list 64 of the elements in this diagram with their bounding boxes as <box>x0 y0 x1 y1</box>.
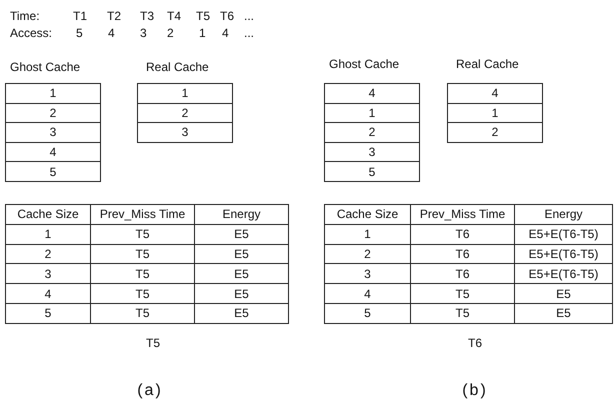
sequence-label: 4 <box>222 26 229 40</box>
cache-cell <box>5 142 101 162</box>
cache-heading: Ghost Cache <box>10 60 80 74</box>
sequence-label: 3 <box>140 26 147 40</box>
cache-entry: 5 <box>368 164 376 179</box>
cache-cell <box>137 83 233 104</box>
cache-entry: 2 <box>368 125 376 140</box>
sequence-label: T2 <box>107 9 122 23</box>
cache-entry: 2 <box>50 106 56 120</box>
cache-entry: 3 <box>368 145 376 160</box>
table-cell: E5 <box>514 303 613 324</box>
cache-cell <box>5 161 101 182</box>
cache-entry: 3 <box>50 125 56 140</box>
table-cell: 5 <box>324 303 411 324</box>
cache-heading: Real Cache <box>146 60 209 74</box>
table-cell: Cache Size <box>324 204 411 225</box>
sequence-label: T4 <box>167 9 182 23</box>
table-cell: E5 <box>194 303 289 324</box>
sequence-label: ... <box>244 26 254 40</box>
cache-entry: 1 <box>492 106 498 120</box>
cache-cell <box>5 122 101 143</box>
cache-cell <box>137 122 233 143</box>
cache-entry: 3 <box>182 125 188 140</box>
sequence-label: 5 <box>76 26 83 40</box>
cache-heading: Real Cache <box>456 57 519 71</box>
cache-cell <box>324 142 420 162</box>
cache-entry: 2 <box>182 106 188 120</box>
table-cell: Cache Size <box>5 204 91 225</box>
sequence-label: T5 <box>196 9 210 23</box>
sequence-label: Access: <box>10 26 52 40</box>
panel-label: (a) <box>137 384 163 398</box>
sequence-label: Time: <box>10 9 40 23</box>
cache-cell <box>447 102 543 124</box>
cache-cell <box>324 102 420 124</box>
table-caption: T6 <box>468 336 482 350</box>
cache-entry: 4 <box>50 145 56 160</box>
cache-entry: 2 <box>492 125 498 140</box>
sequence-label: 4 <box>108 26 115 40</box>
sequence-label: 2 <box>167 26 174 40</box>
cache-entry: 4 <box>492 86 498 100</box>
cache-cell <box>447 122 543 143</box>
cache-cell <box>324 161 420 182</box>
sequence-label: ... <box>244 9 254 23</box>
sequence-label: T1 <box>73 9 88 23</box>
cache-cell <box>447 83 543 104</box>
cache-cell <box>5 83 101 104</box>
cache-cell <box>137 102 233 124</box>
table-caption: T5 <box>146 336 160 350</box>
cache-entry: 4 <box>368 86 376 100</box>
table-cell: Energy <box>194 204 289 225</box>
table-cell: Energy <box>514 204 613 225</box>
cache-heading: Ghost Cache <box>329 57 400 71</box>
panel-label: (b) <box>462 384 488 398</box>
sequence-label: 1 <box>199 26 206 40</box>
table-cell: 5 <box>5 303 91 324</box>
cache-cell <box>324 83 420 104</box>
sequence-label: T6 <box>220 9 234 23</box>
cache-cell <box>324 122 420 143</box>
cache-entry: 5 <box>50 164 56 179</box>
cache-cell <box>5 102 101 124</box>
cache-entry: 1 <box>50 86 56 100</box>
sequence-label: T3 <box>140 9 154 23</box>
cache-entry: 1 <box>368 106 376 120</box>
cache-entry: 1 <box>182 86 188 100</box>
